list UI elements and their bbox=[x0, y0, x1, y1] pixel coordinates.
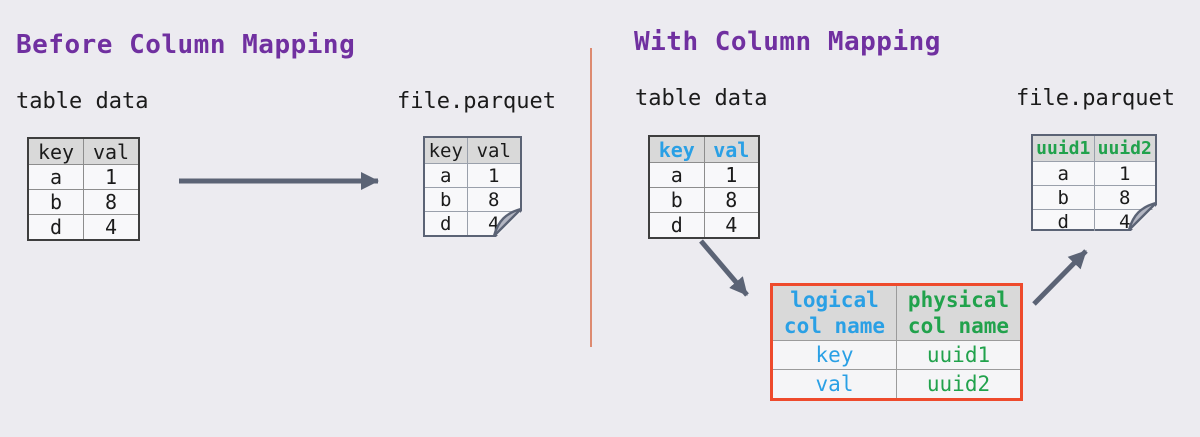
header-row: key val bbox=[27, 137, 140, 165]
table-cell: 1 bbox=[703, 162, 760, 188]
column-header: val bbox=[83, 137, 140, 165]
table-row: d 4 bbox=[27, 214, 140, 241]
with-table-data-label: table data bbox=[635, 86, 768, 111]
table-cell: 1 bbox=[467, 164, 520, 188]
before-parquet-file-table: key val a 1 b 8 d 4 bbox=[425, 138, 520, 235]
table-cell: a bbox=[425, 164, 467, 188]
logical-name-cell: val bbox=[771, 369, 897, 400]
column-header: key bbox=[425, 138, 467, 164]
header-row: uuid1 uuid2 bbox=[1033, 136, 1155, 162]
table-row: a 1 bbox=[27, 164, 140, 190]
table-cell: b bbox=[648, 187, 705, 213]
with-parquet-file-card: uuid1 uuid2 a 1 b 8 d 4 bbox=[1031, 134, 1157, 231]
table-row: a 1 bbox=[1033, 162, 1155, 186]
table-row: a 1 bbox=[425, 164, 520, 188]
table-row: b 8 bbox=[648, 187, 760, 213]
physical-col-name-header: physical col name bbox=[896, 284, 1022, 341]
with-parquet-file-table: uuid1 uuid2 a 1 b 8 d 4 bbox=[1033, 136, 1155, 233]
arrow-right-icon bbox=[179, 172, 379, 191]
table-cell: 8 bbox=[703, 187, 760, 213]
before-table-data-label: table data bbox=[16, 89, 149, 114]
physical-name-cell: uuid2 bbox=[896, 369, 1022, 400]
table-row: d 4 bbox=[648, 212, 760, 239]
physical-column-header: uuid2 bbox=[1094, 136, 1155, 162]
table-cell: d bbox=[648, 212, 705, 239]
with-file-parquet-label: file.parquet bbox=[1016, 86, 1175, 111]
table-cell: 1 bbox=[83, 164, 140, 190]
table-cell: 8 bbox=[1094, 186, 1155, 210]
table-cell: a bbox=[27, 164, 84, 190]
before-file-parquet-label: file.parquet bbox=[397, 89, 556, 114]
table-cell: 4 bbox=[703, 212, 760, 239]
table-cell: 8 bbox=[83, 189, 140, 215]
table-cell: d bbox=[425, 212, 467, 236]
table-cell: 1 bbox=[1094, 162, 1155, 186]
logical-col-name-header: logical col name bbox=[771, 284, 897, 341]
logical-column-header: key bbox=[648, 135, 705, 163]
logical-name-cell: key bbox=[771, 340, 897, 370]
folded-corner-icon bbox=[1128, 202, 1157, 231]
table-cell: a bbox=[648, 162, 705, 188]
physical-column-header: uuid1 bbox=[1033, 136, 1094, 162]
logical-column-header: val bbox=[703, 135, 760, 163]
mapping-row: val uuid2 bbox=[771, 369, 1022, 400]
table-row: b 8 bbox=[425, 188, 520, 212]
column-header: key bbox=[27, 137, 84, 165]
table-row: b 8 bbox=[27, 189, 140, 215]
column-mapping-table: logical col name physical col name key u… bbox=[770, 283, 1023, 401]
physical-name-cell: uuid1 bbox=[896, 340, 1022, 370]
mapping-row: key uuid1 bbox=[771, 340, 1022, 370]
folded-corner-icon bbox=[493, 208, 522, 237]
table-cell: b bbox=[425, 188, 467, 212]
header-row: key val bbox=[648, 135, 760, 163]
table-row: a 1 bbox=[648, 162, 760, 188]
with-section-title: With Column Mapping bbox=[634, 27, 941, 57]
table-row: b 8 bbox=[1033, 186, 1155, 210]
before-table-data-table: key val a 1 b 8 d 4 bbox=[27, 137, 140, 241]
before-parquet-file-card: key val a 1 b 8 d 4 bbox=[423, 136, 522, 237]
header-row: key val bbox=[425, 138, 520, 164]
table-cell: b bbox=[1033, 186, 1094, 210]
table-cell: 4 bbox=[83, 214, 140, 241]
section-divider-line bbox=[590, 48, 592, 347]
header-row: logical col name physical col name bbox=[771, 284, 1022, 341]
table-cell: d bbox=[1033, 210, 1094, 234]
table-cell: b bbox=[27, 189, 84, 215]
with-table-data-table: key val a 1 b 8 d 4 bbox=[648, 135, 760, 239]
table-cell: 8 bbox=[467, 188, 520, 212]
before-section-title: Before Column Mapping bbox=[16, 30, 356, 60]
table-cell: d bbox=[27, 214, 84, 241]
table-cell: a bbox=[1033, 162, 1094, 186]
column-header: val bbox=[467, 138, 520, 164]
arrow-down-right-icon bbox=[699, 239, 749, 297]
arrow-up-right-icon bbox=[1032, 249, 1088, 306]
